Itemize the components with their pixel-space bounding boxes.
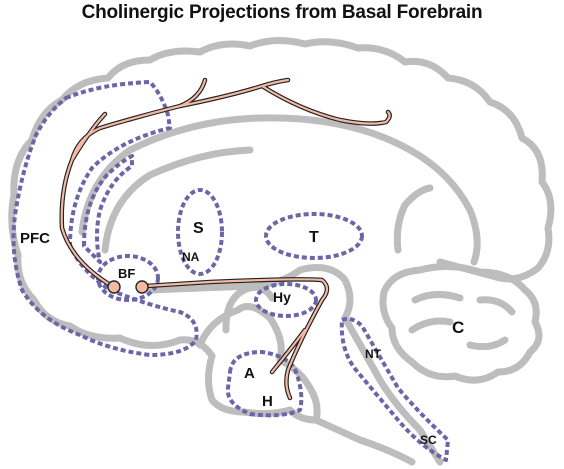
- label-s: S: [193, 220, 204, 237]
- label-pfc: PFC: [20, 230, 50, 247]
- midbrain-outline: [146, 264, 444, 466]
- label-h: H: [262, 393, 273, 410]
- label-sc: SC: [420, 433, 437, 447]
- corpus-callosum-outline: [78, 114, 481, 266]
- region-labels: PFC BF S NA T Hy C NT A H SC: [20, 220, 464, 447]
- thalamus-region: [264, 212, 364, 260]
- hypothalamus-outline: [222, 283, 276, 334]
- cholinergic-neuron-soma-2: [135, 280, 149, 294]
- prefrontal-cortex-region: [11, 80, 199, 357]
- cerebellum-outline: [379, 263, 543, 384]
- projections: [59, 77, 392, 401]
- striatum-region: [176, 188, 224, 276]
- label-na: NA: [182, 250, 200, 264]
- label-t: T: [309, 229, 319, 246]
- label-c: C: [452, 318, 464, 337]
- label-bf: BF: [118, 266, 135, 281]
- label-a: A: [244, 365, 255, 382]
- diagram-title: Cholinergic Projections from Basal Foreb…: [81, 2, 483, 23]
- label-nt: NT: [365, 347, 382, 361]
- hypothalamus-region: [254, 282, 318, 318]
- sulcus-line: [393, 184, 434, 254]
- label-hy: Hy: [273, 289, 291, 305]
- ventricle-outline: [101, 146, 254, 254]
- cingulate-region: [82, 154, 134, 264]
- brainstem-nucleus-region: [339, 316, 450, 462]
- cholinergic-neuron-soma-1: [107, 280, 121, 294]
- cortex-outer-outline: [8, 37, 555, 360]
- cerebellum-folia: [408, 291, 516, 351]
- amygdala-hippocampus-region: [225, 350, 304, 418]
- projection-to-cortex: [59, 77, 392, 289]
